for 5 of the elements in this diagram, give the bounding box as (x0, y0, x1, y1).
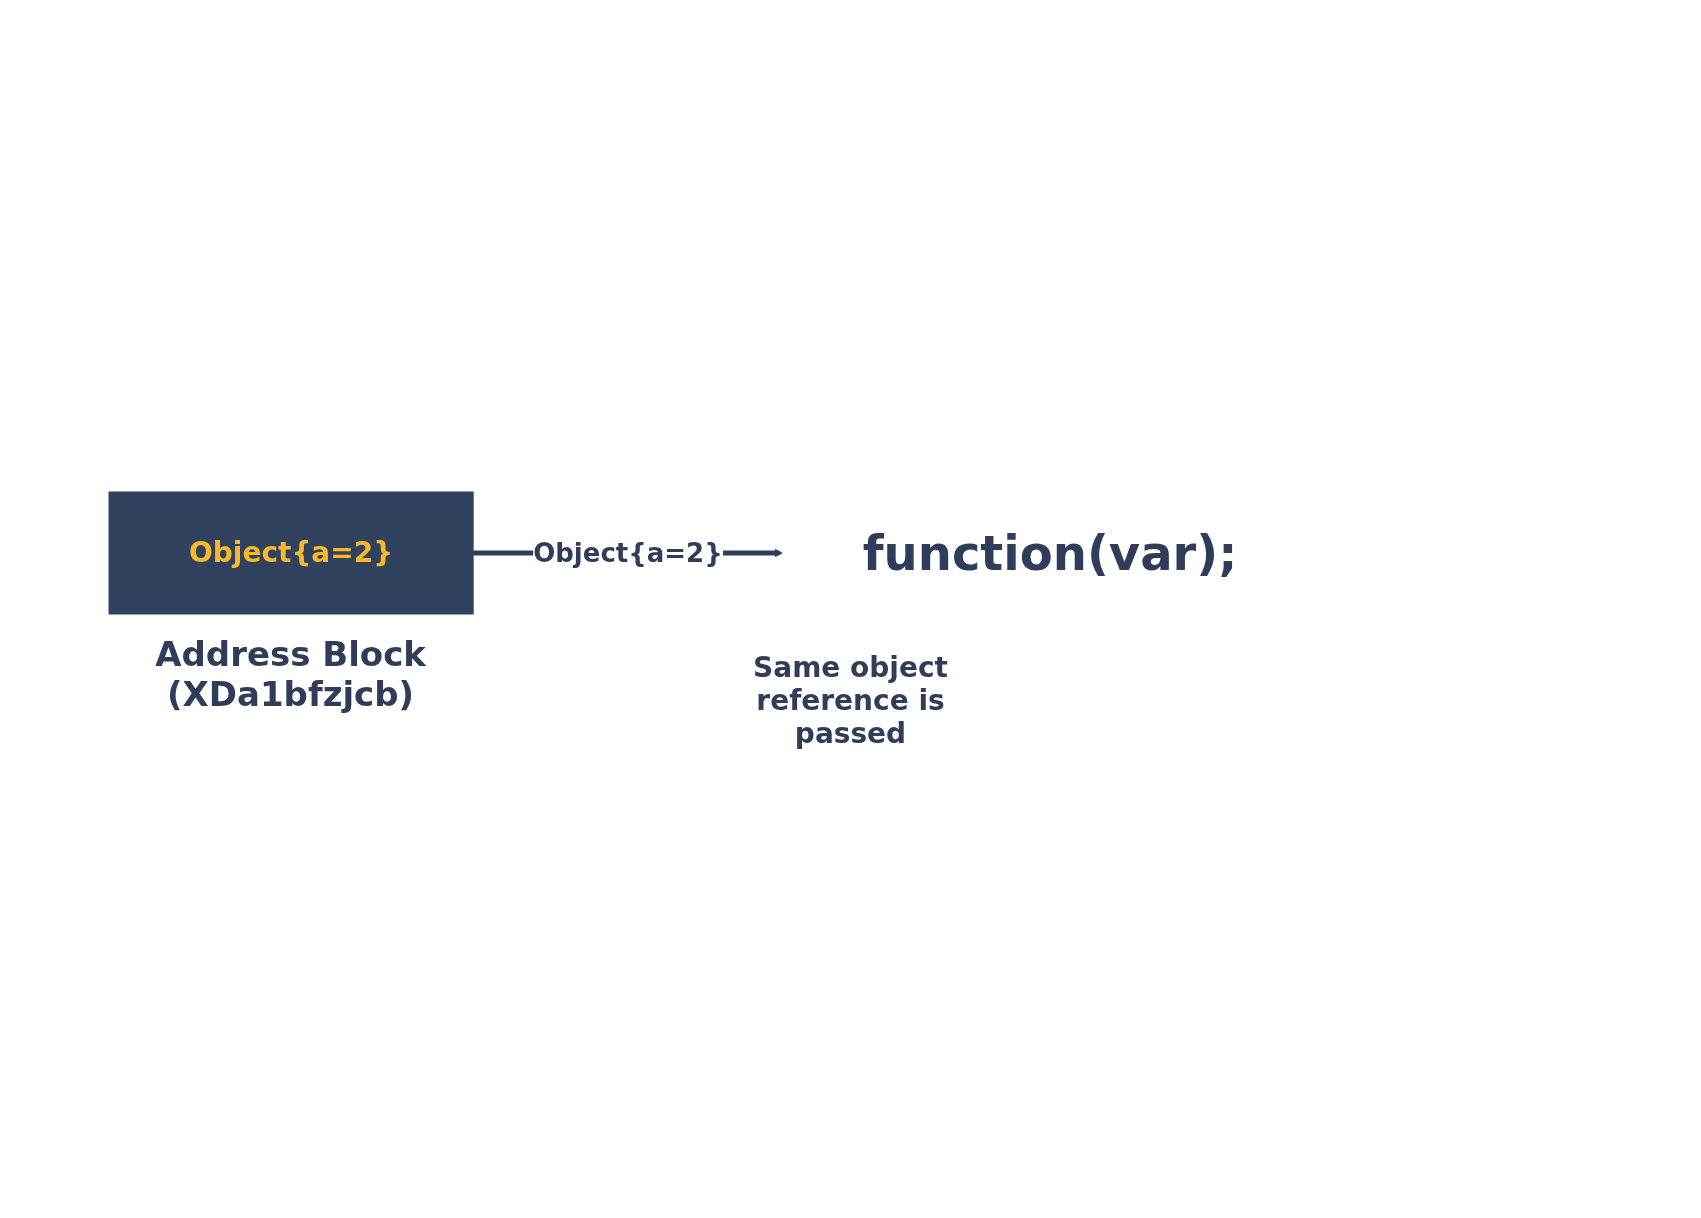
edge-label: Object{a=2} (532, 537, 723, 567)
node-box: Object{a=2} (108, 491, 474, 614)
note-text: Same object reference is passed (752, 650, 949, 750)
node-text: function(var); (862, 524, 1237, 581)
caption-text: Address Block (XDa1bfzjcb) (154, 633, 427, 714)
